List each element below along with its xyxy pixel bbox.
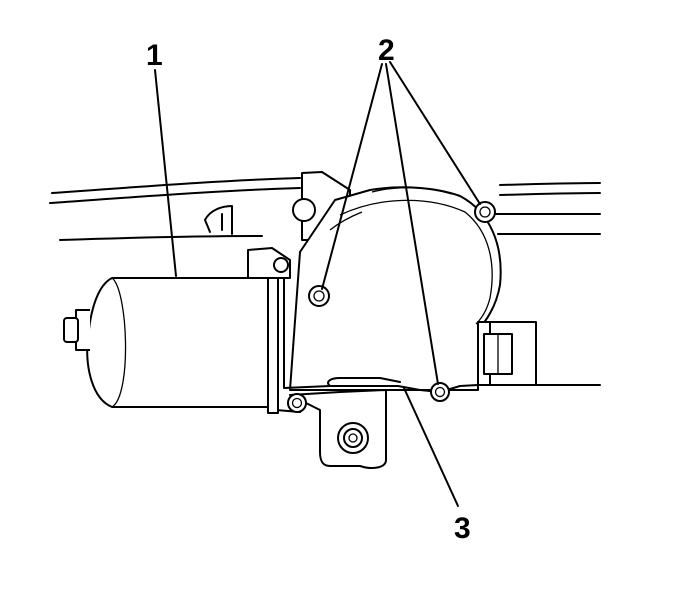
callout-label-3: 3 bbox=[454, 512, 471, 545]
gearbox-housing bbox=[289, 186, 502, 391]
callout-label-2: 2 bbox=[378, 34, 395, 67]
lower-bracket bbox=[287, 389, 387, 469]
leader-lines bbox=[154, 61, 481, 507]
leader-line-2a bbox=[321, 63, 383, 290]
leader-line-3 bbox=[403, 387, 459, 507]
motor-body bbox=[63, 274, 279, 414]
bolt-bottom bbox=[430, 382, 450, 402]
leader-line-1 bbox=[154, 69, 177, 277]
leader-line-2c bbox=[389, 61, 481, 205]
bolt-top-right bbox=[474, 201, 496, 223]
leader-line-2b bbox=[385, 63, 439, 385]
electrical-connector bbox=[477, 321, 537, 386]
bolt-left bbox=[308, 285, 330, 307]
mount-stud-left bbox=[247, 247, 291, 279]
frame-rail bbox=[49, 177, 601, 386]
callout-label-1: 1 bbox=[146, 39, 163, 72]
